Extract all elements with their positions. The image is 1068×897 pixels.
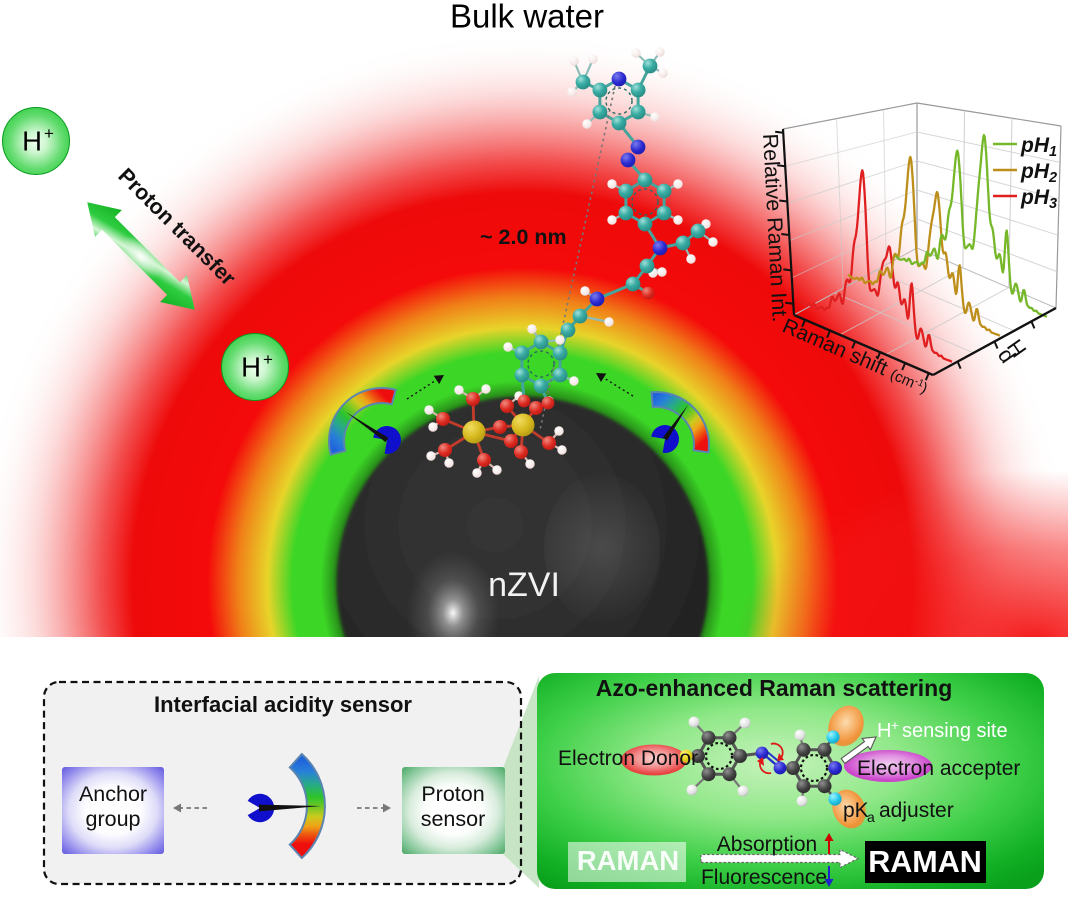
svg-text:pK: pK — [843, 799, 869, 822]
svg-text:+: + — [263, 350, 273, 369]
svg-text:nZVI: nZVI — [488, 566, 560, 604]
svg-text:RAMAN: RAMAN — [868, 845, 982, 879]
svg-text:Fluorescence: Fluorescence — [701, 866, 827, 889]
svg-text:H: H — [22, 126, 42, 157]
svg-text:Proton: Proton — [421, 782, 484, 806]
svg-text:~ 2.0 nm: ~ 2.0 nm — [480, 225, 567, 249]
svg-text:Interfacial acidity sensor: Interfacial acidity sensor — [154, 692, 412, 717]
svg-text:Electron accepter: Electron accepter — [857, 757, 1020, 780]
svg-text:+: + — [891, 718, 899, 733]
svg-text:a: a — [867, 809, 875, 825]
svg-text:adjuster: adjuster — [879, 799, 954, 822]
svg-text:Electron Donor: Electron Donor — [558, 747, 698, 770]
svg-text:Bulk water: Bulk water — [450, 0, 604, 35]
svg-text:Anchor: Anchor — [79, 782, 147, 806]
svg-text:group: group — [86, 807, 141, 831]
svg-text:Absorption: Absorption — [717, 833, 817, 856]
svg-text:Azo-enhanced Raman scattering: Azo-enhanced Raman scattering — [596, 675, 953, 701]
svg-text:H: H — [241, 352, 261, 383]
svg-text:+: + — [44, 124, 54, 143]
svg-text:sensor: sensor — [421, 807, 486, 831]
svg-text:sensing site: sensing site — [902, 720, 1008, 742]
svg-text:H: H — [877, 720, 891, 742]
svg-text:RAMAN: RAMAN — [577, 845, 679, 876]
